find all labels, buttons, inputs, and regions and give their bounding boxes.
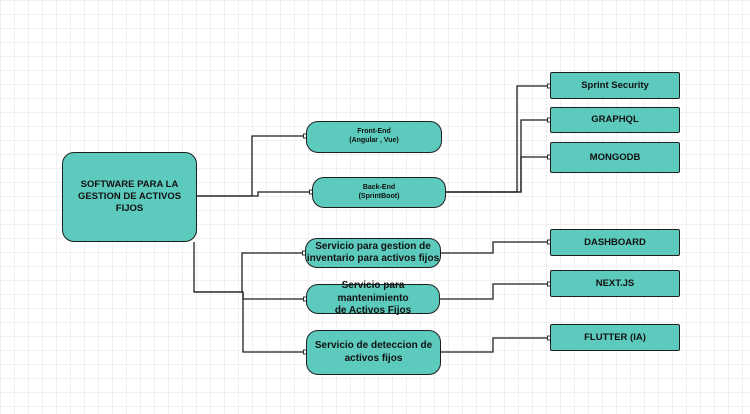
node-servicio-inventario[interactable]: Servicio para gestion de inventario para… [305, 238, 441, 268]
edge-backend-security [446, 85, 550, 193]
edge-backend-graphql [446, 119, 550, 193]
node-nextjs[interactable]: NEXT.JS [550, 270, 680, 297]
edge-root-deteccion [242, 292, 306, 353]
node-backend[interactable]: Back-End (SprintBoot) [312, 177, 446, 208]
edge-backend-mongodb [446, 156, 550, 193]
edge-root-backend [197, 191, 312, 197]
node-dashboard[interactable]: DASHBOARD [550, 229, 680, 256]
node-servicio-mantenimiento[interactable]: Servicio para mantenimiento de Activos F… [306, 280, 440, 316]
edge-root-inventario [193, 242, 305, 293]
edge-deteccion-flutter [441, 337, 550, 353]
node-frontend[interactable]: Front-End (Angular , Vue) [306, 121, 442, 153]
edge-root-frontend [197, 135, 306, 197]
root-node-gestion-activos[interactable]: SOFTWARE PARA LA GESTION DE ACTIVOS FIJO… [62, 152, 197, 242]
node-graphql[interactable]: GRAPHQL [550, 107, 680, 133]
edge-inventario-dashboard [441, 241, 550, 254]
node-flutter-ia[interactable]: FLUTTER (IA) [550, 324, 680, 351]
node-mongodb[interactable]: MONGODB [550, 142, 680, 173]
node-sprint-security[interactable]: Sprint Security [550, 72, 680, 99]
edge-mantenimiento-nextjs [440, 283, 550, 300]
edge-root-mantenimiento [194, 291, 306, 300]
node-servicio-deteccion[interactable]: Servicio de deteccion de activos fijos [306, 330, 441, 375]
